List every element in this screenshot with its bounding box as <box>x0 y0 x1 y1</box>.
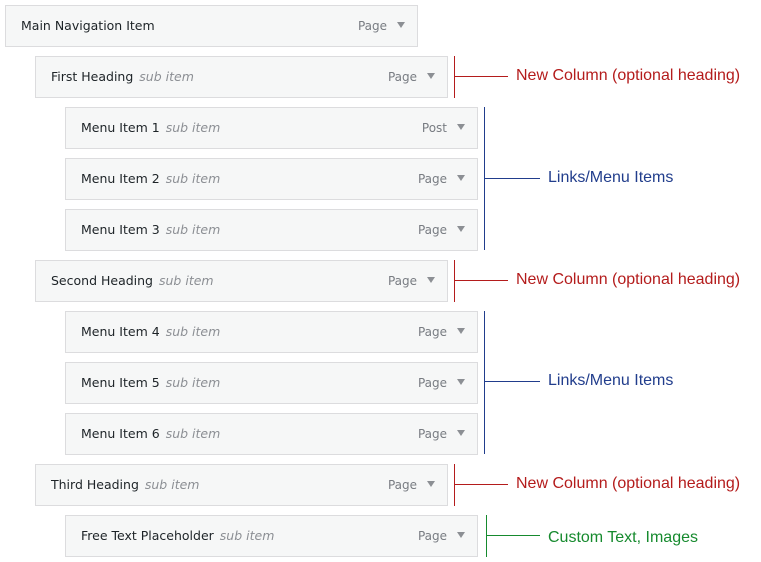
menu-item-subtitle: sub item <box>165 375 221 390</box>
menu-item-subtitle: sub item <box>165 222 221 237</box>
menu-item-main[interactable]: Main Navigation Item Page <box>5 5 418 47</box>
menu-item-type: Page <box>387 70 417 84</box>
annotation-new-column: New Column (optional heading) <box>516 67 741 84</box>
annotation-line <box>486 535 540 536</box>
annotation-new-column: New Column (optional heading) <box>516 271 741 288</box>
menu-item-subtitle: sub item <box>165 426 221 441</box>
chevron-down-icon[interactable] <box>427 73 435 79</box>
annotation-line <box>484 381 540 382</box>
chevron-down-icon[interactable] <box>457 328 465 334</box>
annotation-bracket <box>484 311 485 454</box>
chevron-down-icon[interactable] <box>397 22 405 28</box>
annotation-new-column: New Column (optional heading) <box>516 475 741 492</box>
annotation-custom-text: Custom Text, Images <box>548 529 698 546</box>
annotation-links: Links/Menu Items <box>548 169 674 186</box>
menu-item-subtitle: sub item <box>165 171 221 186</box>
annotation-line <box>454 76 508 77</box>
chevron-down-icon[interactable] <box>457 430 465 436</box>
menu-item-type: Post <box>421 121 447 135</box>
menu-item-type: Page <box>417 325 447 339</box>
annotation-bracket <box>454 260 455 302</box>
menu-item-subtitle: sub item <box>139 69 194 84</box>
chevron-down-icon[interactable] <box>457 379 465 385</box>
menu-item-subtitle: sub item <box>165 120 221 135</box>
annotation-bracket <box>454 464 455 506</box>
chevron-down-icon[interactable] <box>457 532 465 538</box>
annotation-line <box>484 178 540 179</box>
chevron-down-icon[interactable] <box>457 226 465 232</box>
annotation-line <box>454 484 508 485</box>
chevron-down-icon[interactable] <box>457 175 465 181</box>
annotation-line <box>454 280 508 281</box>
menu-item-subtitle: sub item <box>159 273 214 288</box>
menu-item-subtitle: sub item <box>219 528 275 543</box>
chevron-down-icon[interactable] <box>427 277 435 283</box>
menu-item-type: Page <box>357 19 387 33</box>
annotation-bracket <box>486 515 487 557</box>
menu-item-type: Page <box>417 223 447 237</box>
menu-item-type: Page <box>417 529 447 543</box>
annotation-links: Links/Menu Items <box>548 372 674 389</box>
menu-item-type: Page <box>387 478 417 492</box>
menu-item-type: Page <box>417 427 447 441</box>
menu-item-type: Page <box>417 172 447 186</box>
chevron-down-icon[interactable] <box>427 481 435 487</box>
chevron-down-icon[interactable] <box>457 124 465 130</box>
menu-item-type: Page <box>387 274 417 288</box>
menu-item-subtitle: sub item <box>165 324 221 339</box>
annotation-bracket <box>454 56 455 98</box>
menu-item-subtitle: sub item <box>144 477 200 492</box>
menu-item-type: Page <box>417 376 447 390</box>
menu-item-title: Main Navigation Item <box>21 18 155 33</box>
